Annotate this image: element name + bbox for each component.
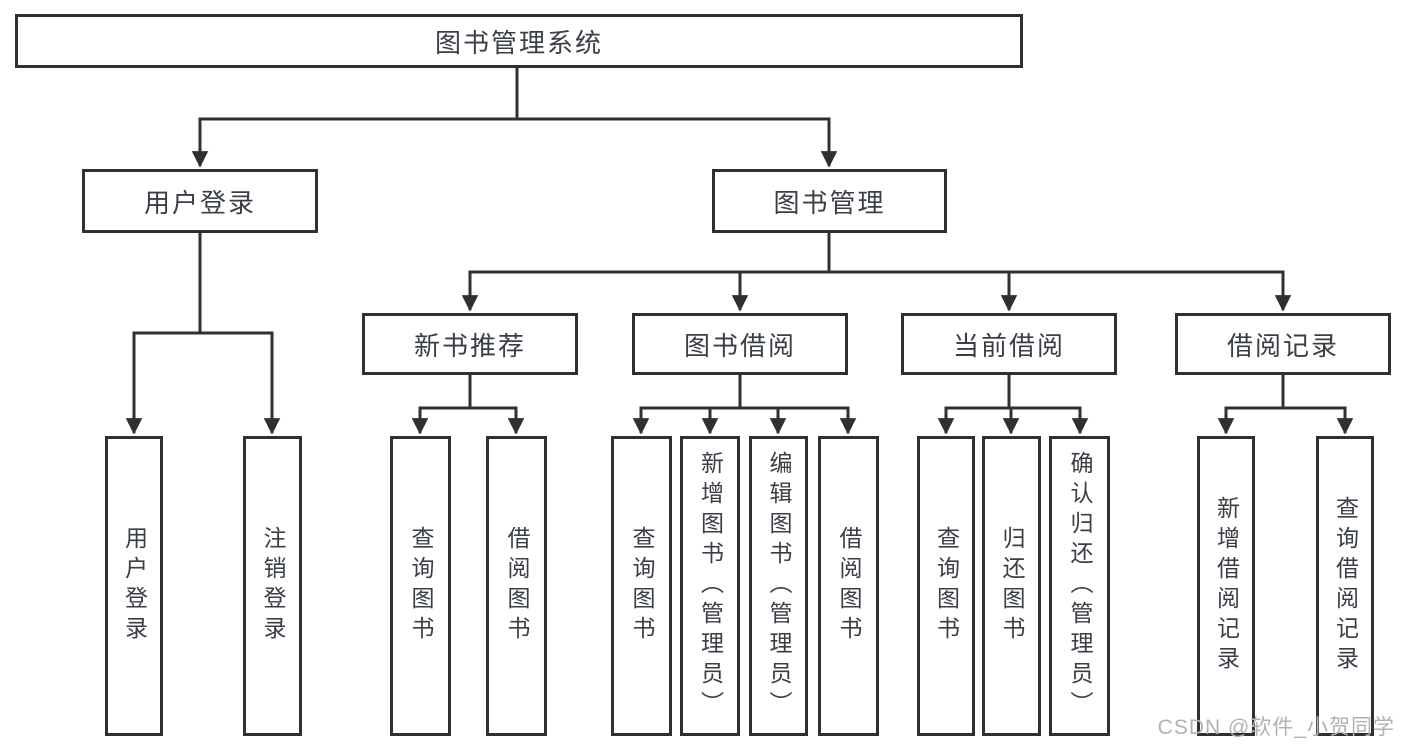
node-book-management: 图书管理	[712, 169, 947, 233]
connector-root-to-level2	[191, 66, 838, 168]
connector-records-to-leaves	[1217, 373, 1354, 435]
node-root-system: 图书管理系统	[15, 14, 1023, 68]
watermark: CSDN @软件_小贺同学	[1157, 716, 1395, 739]
node-user-login-label: 用户登录	[143, 187, 256, 218]
connector-book-management-to-level3	[461, 231, 1292, 312]
node-new-book-recommend-label: 新书推荐	[413, 330, 526, 361]
leaf-borrow-query-books-label: 查询图书	[629, 526, 655, 646]
node-borrow-records-label: 借阅记录	[1226, 330, 1339, 361]
connector-recommend-to-leaves	[411, 373, 525, 435]
leaf-current-return-books-label: 归还图书	[999, 526, 1025, 646]
node-book-borrow: 图书借阅	[632, 313, 848, 375]
leaf-records-add-record-label: 新增借阅记录	[1213, 496, 1240, 676]
leaf-borrow-borrow-books: 借阅图书	[818, 436, 879, 736]
node-book-management-label: 图书管理	[773, 187, 886, 218]
leaf-records-query-record-label: 查询借阅记录	[1332, 496, 1359, 676]
leaf-records-query-record: 查询借阅记录	[1316, 436, 1374, 736]
connector-user-login-to-leaves	[125, 231, 281, 435]
leaf-borrow-edit-books-admin: 编辑图书（管理员）	[749, 436, 808, 736]
connector-current-to-leaves	[937, 373, 1089, 435]
leaf-current-confirm-return-admin-label: 确认归还（管理员）	[1067, 451, 1093, 721]
leaf-current-return-books: 归还图书	[982, 436, 1041, 736]
leaf-user-login: 用户登录	[105, 436, 163, 736]
leaf-borrow-edit-books-admin-label: 编辑图书（管理员）	[766, 451, 792, 721]
leaf-borrow-add-books-admin-label: 新增图书（管理员）	[697, 451, 724, 721]
node-borrow-records: 借阅记录	[1175, 313, 1391, 375]
leaf-recommend-query-books: 查询图书	[390, 436, 451, 736]
leaf-current-query-books-label: 查询图书	[933, 526, 960, 646]
leaf-user-login-label: 用户登录	[121, 526, 148, 646]
node-current-borrow: 当前借阅	[901, 313, 1117, 375]
leaf-recommend-query-books-label: 查询图书	[408, 526, 434, 646]
node-current-borrow-label: 当前借阅	[952, 330, 1065, 361]
connector-borrow-to-leaves	[632, 373, 857, 435]
leaf-current-query-books: 查询图书	[917, 436, 975, 736]
leaf-recommend-borrow-books-label: 借阅图书	[504, 526, 530, 646]
leaf-records-add-record: 新增借阅记录	[1197, 436, 1255, 736]
leaf-logout-label: 注销登录	[260, 526, 286, 646]
leaf-borrow-borrow-books-label: 借阅图书	[836, 526, 862, 646]
leaf-borrow-add-books-admin: 新增图书（管理员）	[680, 436, 740, 736]
node-root-label: 图书管理系统	[434, 27, 603, 58]
node-book-borrow-label: 图书借阅	[683, 330, 796, 361]
node-new-book-recommend: 新书推荐	[362, 313, 578, 375]
leaf-logout: 注销登录	[243, 436, 302, 736]
leaf-recommend-borrow-books: 借阅图书	[486, 436, 547, 736]
leaf-borrow-query-books: 查询图书	[611, 436, 672, 736]
node-user-login: 用户登录	[82, 169, 318, 233]
leaf-current-confirm-return-admin: 确认归还（管理员）	[1049, 436, 1110, 736]
